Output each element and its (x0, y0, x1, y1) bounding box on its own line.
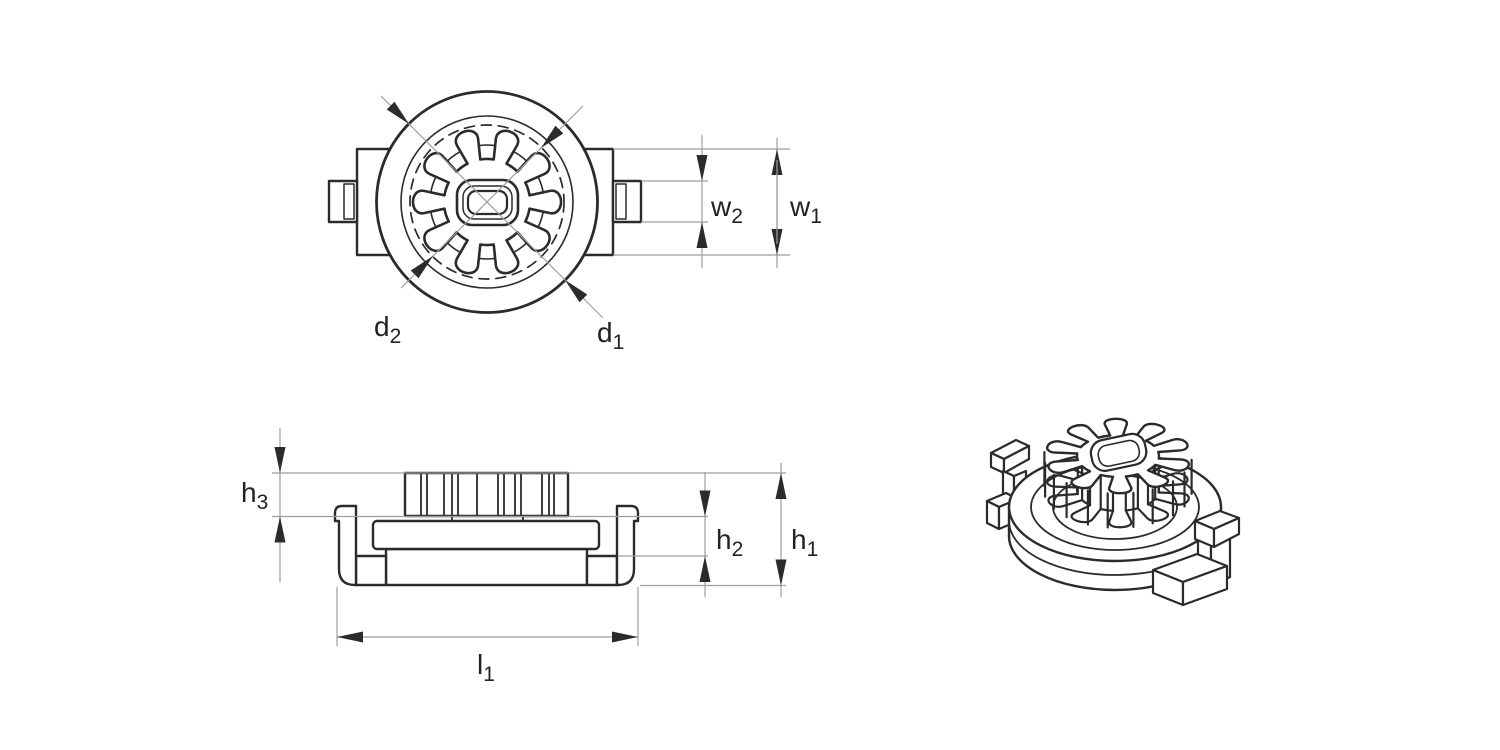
dimension-h1: h1 (640, 463, 818, 597)
gear-side-view (403, 471, 570, 518)
iso-gear (1043, 417, 1193, 529)
label-h1: h1 (791, 524, 818, 561)
label-d2: d2 (374, 311, 401, 348)
dimension-h2: h2 (618, 472, 743, 597)
tab-slot-left (343, 183, 355, 220)
snap-clip-left (333, 504, 358, 587)
pitch-circle-dashed (409, 124, 565, 280)
tab-slot-right (615, 183, 627, 220)
foot-left (354, 554, 388, 587)
isometric-view (985, 417, 1241, 607)
dimension-d2: d2 (374, 105, 584, 348)
dimension-w1: w1 (771, 138, 822, 268)
flange-plate (371, 519, 601, 551)
iso-foot-block (1151, 552, 1229, 607)
label-l1: l1 (477, 649, 495, 686)
foot-right (585, 554, 619, 587)
mounting-tab-right (611, 179, 643, 224)
gear-teeth-lines (420, 473, 555, 516)
label-d1: d1 (597, 317, 624, 354)
label-w2: w2 (710, 191, 743, 228)
label-h2: h2 (716, 524, 743, 561)
label-h3: h3 (241, 477, 268, 514)
snap-clip-right (615, 504, 640, 587)
iso-hub-bore (1089, 432, 1148, 472)
dimension-w2: w2 (613, 135, 790, 268)
base-body (384, 547, 589, 587)
mounting-tab-left (327, 179, 359, 224)
dimension-h3: h3 (241, 428, 786, 582)
side-view: h3 h2 h1 l1 (241, 428, 818, 686)
housing-inner-circle (400, 115, 574, 289)
dimension-l1: l1 (336, 587, 639, 686)
dimension-d1: d1 (380, 95, 624, 354)
label-w1: w1 (789, 191, 822, 228)
top-view: w2 w1 d1 d2 (327, 90, 822, 354)
